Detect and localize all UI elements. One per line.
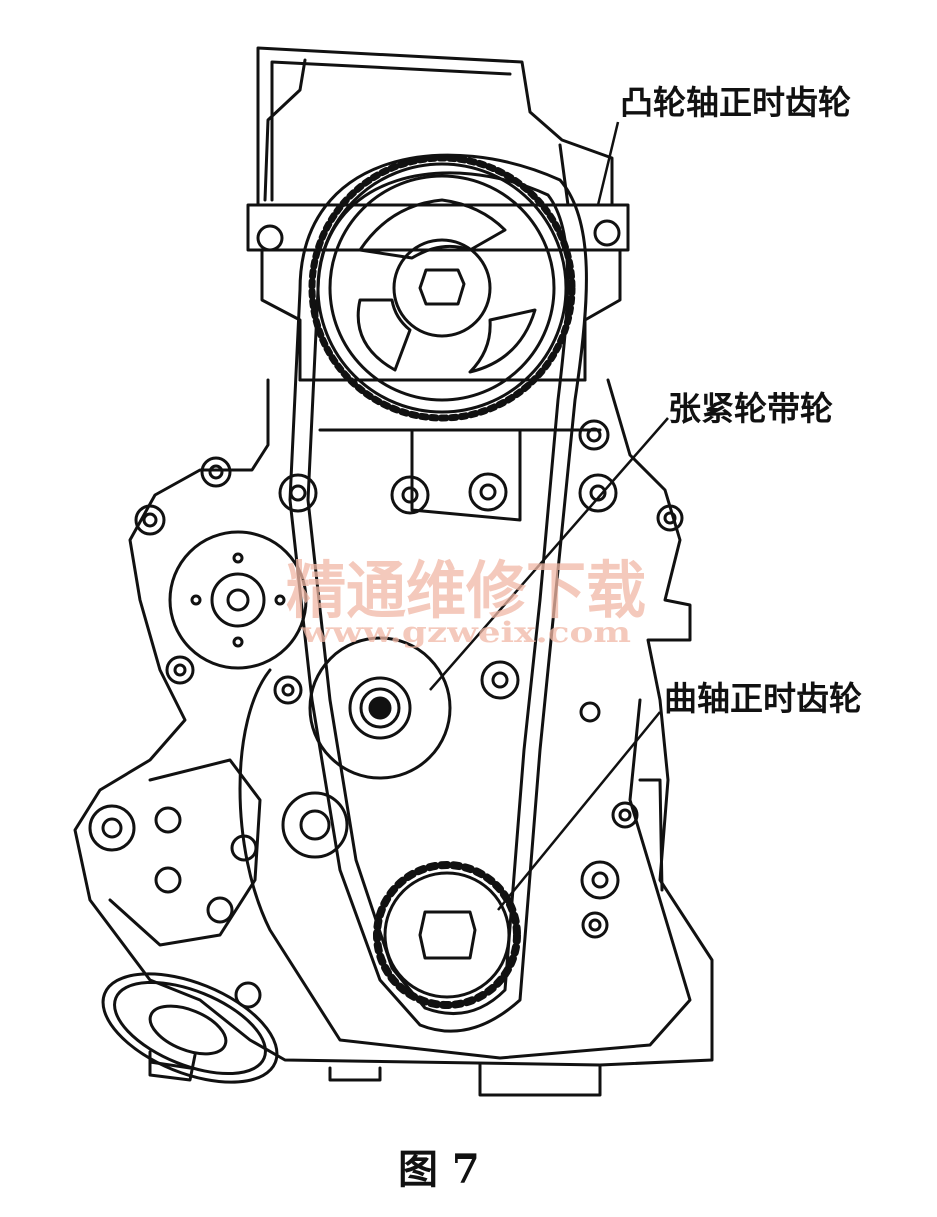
crankshaft-gear-label: 曲轴正时齿轮 xyxy=(664,679,862,718)
cylinder-block xyxy=(73,378,714,1097)
cylinder-head-flange xyxy=(246,203,630,382)
camshaft-gear-label: 凸轮轴正时齿轮 xyxy=(620,83,851,122)
figure-caption: 图 7 xyxy=(398,1146,480,1193)
crankshaft-leader-line xyxy=(497,711,661,911)
camshaft-leader-line xyxy=(596,121,620,206)
cylinder-head-cover xyxy=(256,46,614,207)
block-bolts xyxy=(134,419,684,939)
camshaft-timing-gear xyxy=(308,154,576,422)
watermark-title: 精通维修下载 xyxy=(286,554,646,627)
watermark: 精通维修下载 www.gzweix.com xyxy=(286,554,646,649)
crankshaft-vbelt-pulley xyxy=(101,972,279,1084)
crankshaft-timing-gear xyxy=(373,861,521,1009)
leader-lines xyxy=(429,121,669,911)
accessory-belt xyxy=(238,668,692,1060)
tensioner-leader-line xyxy=(429,417,669,691)
tensioner-pulley xyxy=(308,636,452,780)
tensioner-pulley-label: 张紧轮带轮 xyxy=(668,389,833,428)
idler-pulley xyxy=(281,791,349,859)
oil-pump-housing xyxy=(88,758,262,1009)
timing-belt xyxy=(288,153,588,1033)
water-pump xyxy=(168,530,308,670)
watermark-url: www.gzweix.com xyxy=(300,616,631,649)
